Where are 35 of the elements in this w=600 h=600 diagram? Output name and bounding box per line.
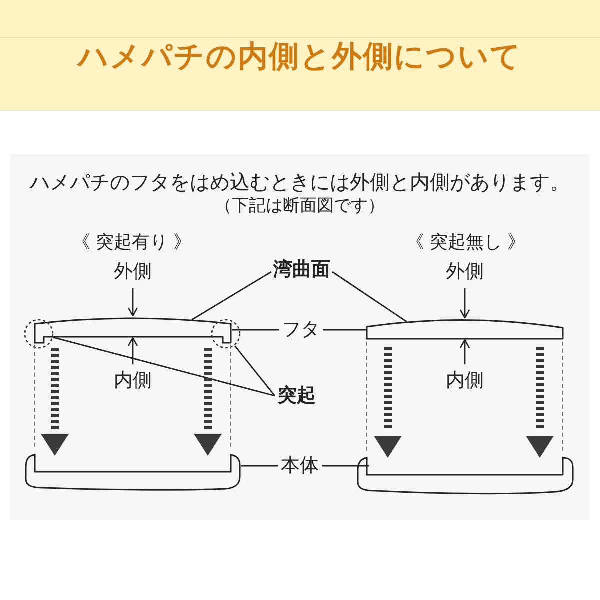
arrow (460, 339, 470, 365)
leader-line (241, 465, 278, 467)
section-heading: 《 突起無し 》 (406, 232, 526, 254)
body-cross-section (357, 455, 574, 496)
lid-cross-section (34, 317, 232, 345)
press-arrow (194, 348, 222, 456)
leader-line (234, 346, 276, 396)
body-cross-section (25, 452, 241, 492)
part-label: 湾曲面 (274, 258, 330, 282)
page-title: ハメパチの内側と外側について (78, 38, 522, 76)
dashed-circle (24, 319, 54, 349)
leader-line (323, 329, 366, 331)
part-label: 突起 (278, 384, 316, 408)
press-arrow (526, 347, 554, 458)
press-arrow (374, 347, 402, 458)
press-arrow (41, 348, 69, 456)
intro-text: ハメパチのフタをはめ込むときには外側と内側があります。 (30, 170, 570, 194)
leader-line (53, 336, 276, 397)
dashed-circle (211, 319, 241, 349)
leader-line (192, 271, 272, 321)
note-text: （下記は断面図です） (215, 196, 385, 216)
side-label: 内側 (114, 370, 152, 392)
side-label: 内側 (446, 370, 484, 392)
arrow (460, 288, 470, 319)
lid-cross-section (366, 319, 564, 340)
leader-line (332, 271, 408, 323)
side-label: 外側 (446, 260, 484, 284)
leader-line (232, 329, 279, 331)
part-label: フタ (282, 318, 320, 342)
section-heading: 《 突起有り 》 (72, 232, 192, 254)
arrow (128, 288, 138, 317)
leader-line (322, 465, 369, 467)
side-label: 外側 (114, 260, 152, 284)
part-label: 本体 (281, 454, 319, 478)
arrow (128, 337, 138, 365)
